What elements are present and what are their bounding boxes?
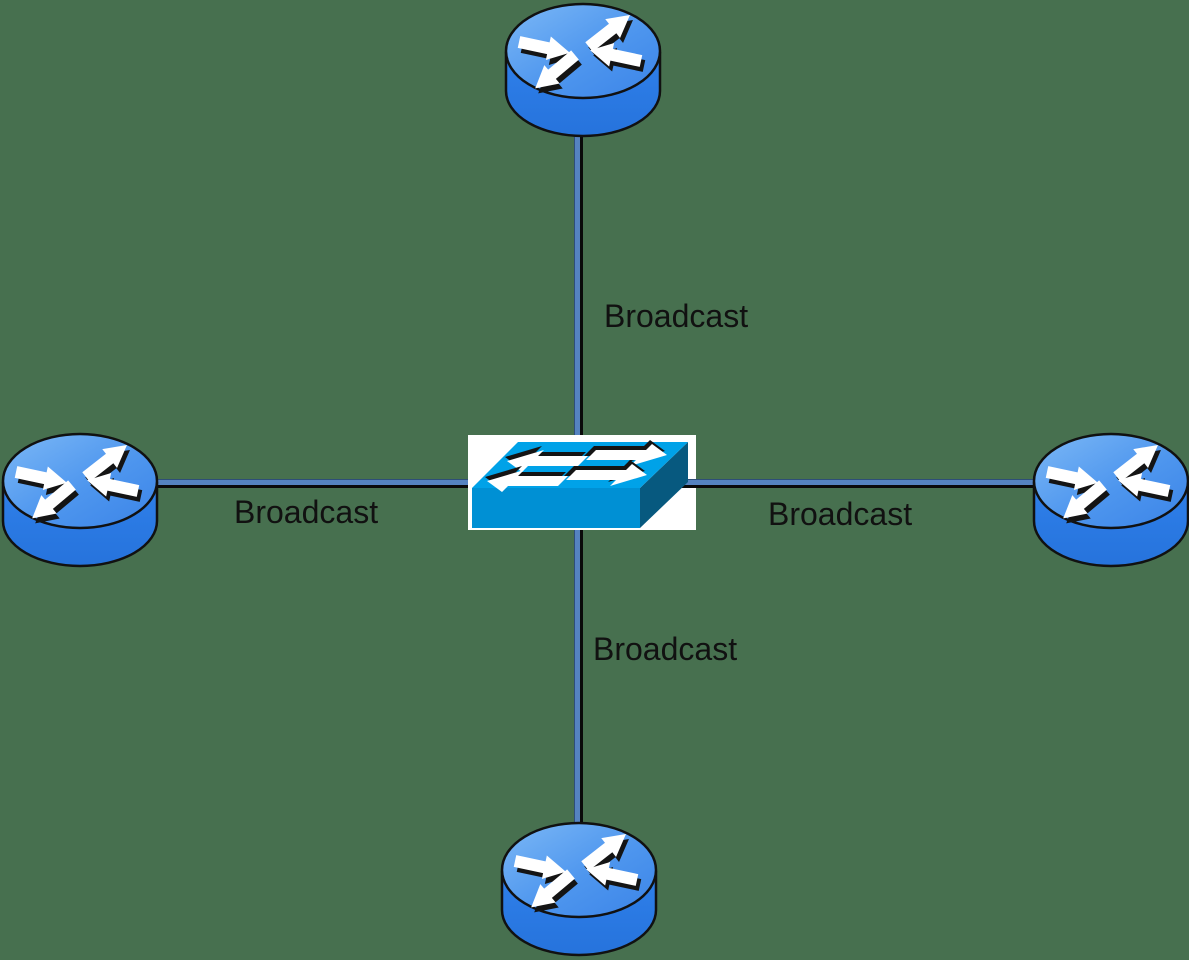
link-label-right: Broadcast [768, 496, 913, 532]
switch-arrows [485, 440, 667, 492]
router-left-icon [1, 432, 159, 568]
switch-icon [472, 440, 688, 528]
router-right-icon [1032, 432, 1189, 568]
link-label-top: Broadcast [604, 298, 749, 334]
link-line-right [656, 479, 1050, 488]
link-label-bottom: Broadcast [593, 631, 738, 667]
link-line-top [574, 130, 583, 444]
router-bottom-icon [500, 821, 658, 957]
link-line-left [140, 479, 474, 488]
link-line-bottom [574, 526, 583, 830]
router-top-icon [504, 2, 662, 138]
link-label-left: Broadcast [234, 494, 379, 530]
